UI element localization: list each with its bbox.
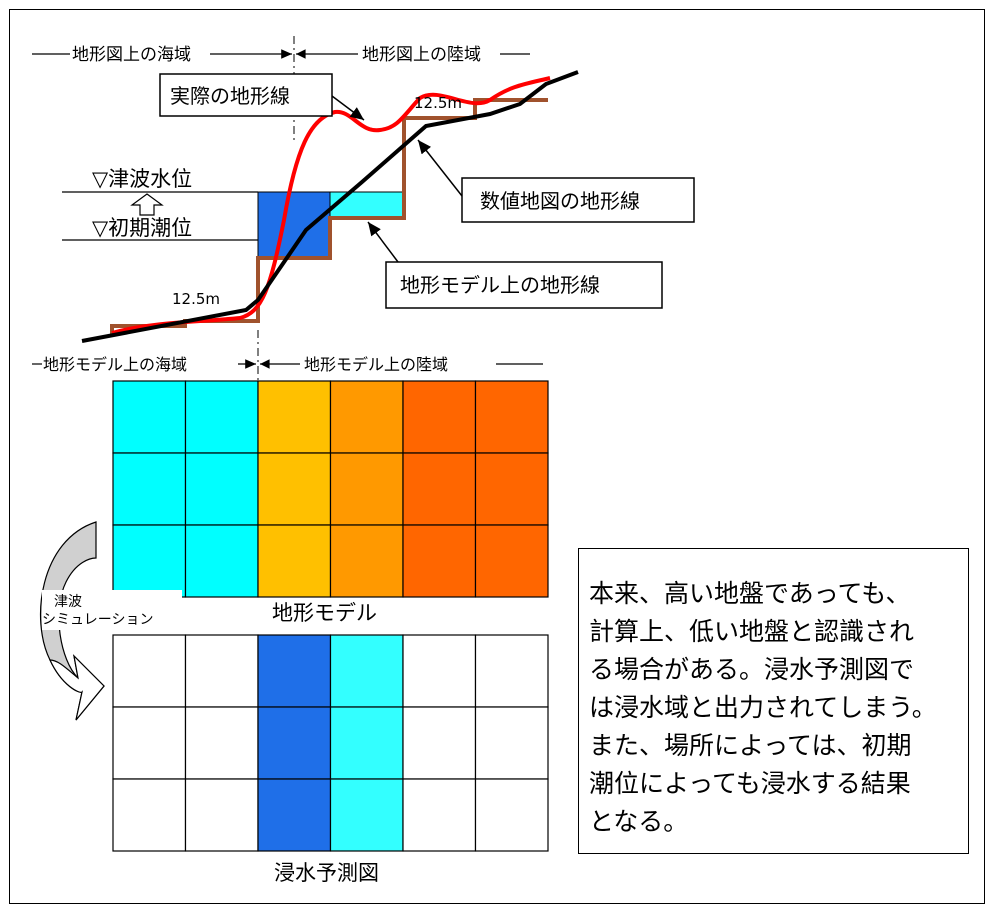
grid-cell <box>112 778 187 852</box>
simulation-label-line-1: 津波 <box>54 594 82 610</box>
water-level-lines: ▽津波水位 ▽初期潮位 <box>62 167 258 241</box>
svg-text:数値地図の地形線: 数値地図の地形線 <box>480 189 640 213</box>
grid-cell <box>184 524 259 598</box>
grid-cell <box>257 706 332 780</box>
grid-cell <box>402 778 477 852</box>
tsunami-level-label: ▽津波水位 <box>92 167 192 191</box>
grid-cell <box>184 380 259 454</box>
grid-cell <box>474 452 549 526</box>
initial-tide-label: ▽初期潮位 <box>92 216 192 240</box>
digital-terrain-line <box>81 70 579 343</box>
grid-cell <box>402 634 477 708</box>
grid-cell <box>474 380 549 454</box>
grid-cell <box>112 634 187 708</box>
grid-cell <box>329 452 404 526</box>
land-on-map-label: 地形図上の陸域 <box>362 45 481 65</box>
terrain-model-caption: 地形モデル <box>272 601 377 625</box>
inundation-map-caption: 浸水予測図 <box>274 861 379 885</box>
digital-terrain-callout: 数値地図の地形線 <box>417 139 695 223</box>
rise-arrow-icon <box>130 193 164 216</box>
actual-terrain-line <box>111 76 551 335</box>
grid-cell <box>329 380 404 454</box>
note-line: 本来、高い地盤であっても、 <box>589 579 911 608</box>
inundation-map-grid <box>112 634 549 852</box>
note-line: る場合がある。浸水予測図で <box>589 655 915 684</box>
grid-cell <box>474 706 549 780</box>
land-on-model-label: 地形モデル上の陸域 <box>304 355 448 374</box>
actual-terrain-callout: 実際の地形線 <box>159 73 365 121</box>
model-area-dimension: 地形モデル上の海域 地形モデル上の陸域 <box>32 330 543 380</box>
grid-cell <box>257 380 332 454</box>
grid-size-bottom-label: 12.5m <box>172 290 220 308</box>
terrain-model-grid <box>112 380 549 598</box>
grid-cell <box>184 634 259 708</box>
svg-text:地形モデル上の地形線: 地形モデル上の地形線 <box>400 273 600 297</box>
note-line: 計算上、低い地盤と認識され <box>589 617 915 646</box>
note-line: は浸水域と出力されてしまう。 <box>589 693 937 722</box>
grid-cell <box>112 524 187 598</box>
grid-cell <box>402 524 477 598</box>
grid-cell <box>184 706 259 780</box>
figure-frame <box>9 9 985 904</box>
grid-cell <box>112 380 187 454</box>
grid-size-top-label: 12.5m <box>414 94 462 112</box>
svg-text:実際の地形線: 実際の地形線 <box>170 84 290 108</box>
grid-cell <box>112 706 187 780</box>
grid-cell <box>402 706 477 780</box>
note-line: となる。 <box>589 807 689 836</box>
explanation-note: 本来、高い地盤であっても、計算上、低い地盤と認識される場合がある。浸水予測図では… <box>578 548 969 854</box>
grid-cell <box>474 634 549 708</box>
grid-cell <box>184 452 259 526</box>
grid-cell <box>329 706 404 780</box>
sea-on-map-label: 地形図上の海域 <box>72 45 191 65</box>
sea-on-model-label: 地形モデル上の海域 <box>43 355 187 374</box>
grid-cell <box>402 380 477 454</box>
simulation-arrow: 津波 シミュレーション <box>39 521 182 721</box>
grid-cell <box>329 524 404 598</box>
grid-cell <box>257 778 332 852</box>
grid-cell <box>257 452 332 526</box>
inundated-land-block <box>329 191 405 219</box>
simulation-label-line-2: シミュレーション <box>42 612 153 628</box>
grid-cell <box>257 524 332 598</box>
model-terrain-callout: 地形モデル上の地形線 <box>367 221 663 309</box>
tsunami-water-block <box>257 191 331 259</box>
grid-cell <box>184 778 259 852</box>
grid-cell <box>402 452 477 526</box>
note-line: また、場所によっては、初期 <box>589 731 912 760</box>
grid-cell <box>474 778 549 852</box>
map-area-dimension: 地形図上の海域 地形図上の陸域 <box>32 36 530 140</box>
grid-cell <box>257 634 332 708</box>
grid-cell <box>474 524 549 598</box>
grid-cell <box>329 778 404 852</box>
note-line: 潮位によっても浸水する結果 <box>589 769 911 798</box>
grid-cell <box>329 634 404 708</box>
grid-cell <box>112 452 187 526</box>
